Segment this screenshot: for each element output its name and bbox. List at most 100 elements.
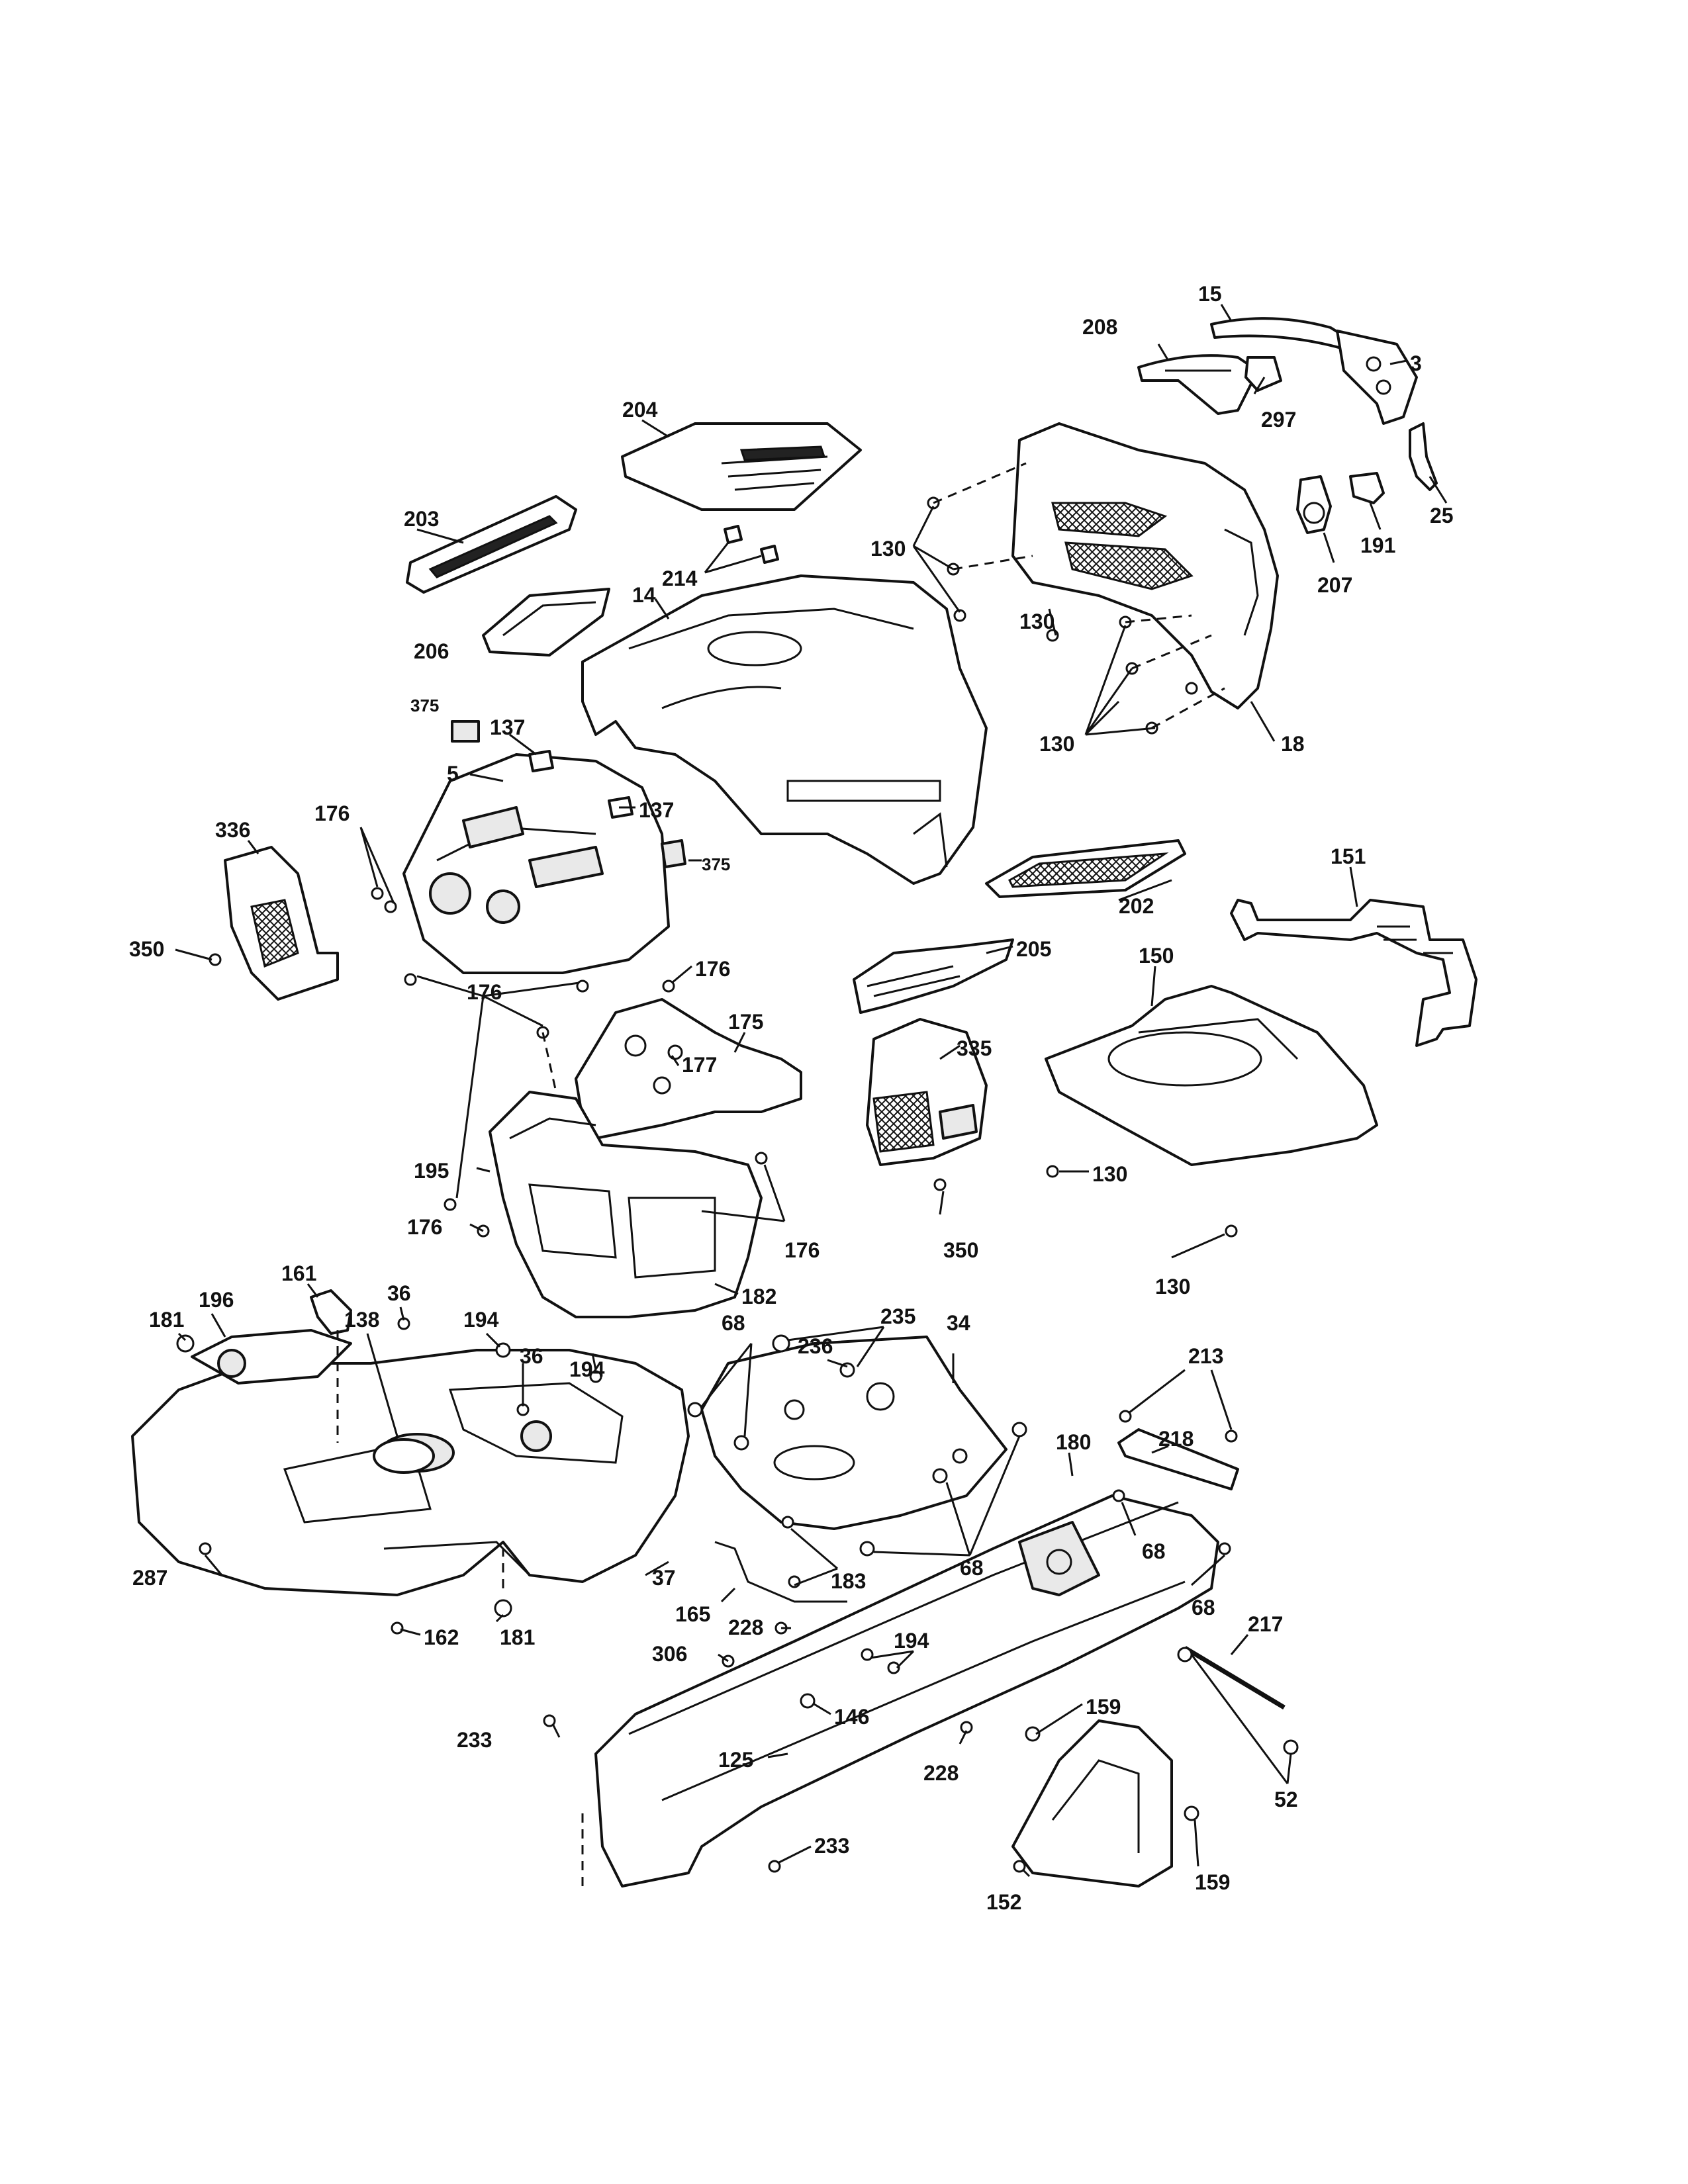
callout-194-a: 194: [463, 1308, 499, 1332]
part-375-decal-a: [451, 720, 480, 743]
callout-130-a: 130: [870, 537, 906, 561]
callout-3: 3: [1410, 351, 1422, 375]
callout-125: 125: [718, 1748, 753, 1772]
part-165-rod: [714, 1541, 847, 1603]
callout-34: 34: [947, 1311, 970, 1335]
callout-18: 18: [1281, 732, 1305, 756]
callout-152: 152: [986, 1890, 1021, 1914]
callout-205: 205: [1016, 937, 1051, 961]
callout-52: 52: [1274, 1788, 1298, 1811]
callout-218: 218: [1158, 1427, 1194, 1451]
callout-206: 206: [414, 639, 449, 663]
callout-228-a: 228: [728, 1615, 763, 1639]
part-375-decal-b: [661, 839, 686, 868]
part-25-trim: [1409, 422, 1438, 491]
part-204-hood-vent: [621, 422, 862, 511]
part-137-clip-a: [528, 750, 554, 772]
callout-350-a: 350: [129, 937, 164, 961]
callout-137-a: 137: [490, 715, 525, 739]
fasteners: [176, 496, 1299, 1873]
callout-37: 37: [652, 1566, 676, 1590]
callout-176-d: 176: [407, 1215, 442, 1239]
callout-68-a: 68: [722, 1311, 745, 1335]
part-218-bracket: [1117, 1428, 1239, 1490]
callout-25: 25: [1430, 504, 1454, 527]
callout-137-b: 137: [639, 798, 674, 822]
callout-194-c: 194: [894, 1629, 929, 1653]
callout-labels: 15 208 3 297 25 191 207 204 203 214 130 …: [129, 282, 1454, 1914]
part-175-dash-support: [575, 998, 802, 1140]
callout-208: 208: [1082, 315, 1117, 339]
callout-217: 217: [1248, 1612, 1283, 1636]
part-206-vent-insert: [482, 588, 610, 657]
callout-151: 151: [1331, 844, 1366, 868]
part-297-lens: [1244, 356, 1282, 392]
callout-181-b: 181: [500, 1625, 535, 1649]
part-182-console: [489, 1091, 763, 1318]
callout-159-a: 159: [1086, 1695, 1121, 1719]
part-161-lever: [310, 1289, 352, 1335]
part-191-bracket: [1349, 472, 1385, 504]
part-3-headlight-housing: [1336, 330, 1418, 425]
part-151-bracket: [1230, 899, 1477, 1047]
callout-182: 182: [741, 1285, 776, 1308]
callout-15: 15: [1198, 282, 1222, 306]
part-208-grille-trim: [1137, 354, 1259, 415]
callout-161: 161: [281, 1261, 316, 1285]
leader-lines: [175, 304, 1448, 1878]
callout-130-d: 130: [1092, 1162, 1127, 1186]
callout-214: 214: [662, 567, 698, 590]
callout-297: 297: [1261, 408, 1296, 432]
part-214-clip-a: [724, 525, 743, 544]
callout-180: 180: [1056, 1430, 1091, 1454]
callout-195: 195: [414, 1159, 449, 1183]
callout-36-b: 36: [520, 1344, 543, 1368]
callout-68-b: 68: [1142, 1539, 1166, 1563]
callout-228-b: 228: [923, 1761, 959, 1785]
callout-176-c: 176: [467, 980, 502, 1004]
callout-181-a: 181: [149, 1308, 184, 1332]
callout-375-b: 375: [702, 854, 730, 874]
callout-233-a: 233: [457, 1728, 492, 1752]
callout-213: 213: [1188, 1344, 1223, 1368]
callout-191: 191: [1360, 533, 1395, 557]
callout-130-e: 130: [1155, 1275, 1190, 1298]
callout-162: 162: [424, 1625, 459, 1649]
callout-165: 165: [675, 1602, 710, 1626]
part-34-mount-plate: [700, 1336, 1008, 1530]
part-205-trim: [853, 938, 1014, 1014]
part-150-deflector: [1045, 985, 1378, 1166]
part-214-clip-b: [760, 545, 779, 564]
callout-130-b: 130: [1019, 610, 1055, 633]
callout-306: 306: [652, 1642, 687, 1666]
callout-350-b: 350: [943, 1238, 978, 1262]
callout-159-b: 159: [1195, 1870, 1230, 1894]
callout-150: 150: [1139, 944, 1174, 968]
callout-177: 177: [682, 1053, 717, 1077]
callout-183: 183: [831, 1569, 866, 1593]
callout-130-c: 130: [1039, 732, 1074, 756]
part-207-lamp: [1296, 475, 1332, 534]
callout-233-b: 233: [814, 1834, 849, 1858]
callout-36-a: 36: [387, 1281, 411, 1305]
alignment-lines: [336, 462, 1225, 1886]
callout-335: 335: [957, 1036, 992, 1060]
part-217-bar: [1184, 1645, 1286, 1710]
part-138-boot: [373, 1438, 435, 1474]
callout-146: 146: [834, 1705, 869, 1729]
callout-202: 202: [1119, 894, 1154, 918]
part-152-seat-pan: [1011, 1719, 1173, 1888]
callout-176-a: 176: [314, 801, 350, 825]
callout-194-b: 194: [569, 1357, 605, 1381]
callout-336: 336: [215, 818, 250, 842]
callout-68-d: 68: [960, 1556, 984, 1580]
callout-207: 207: [1317, 573, 1352, 597]
part-18-mesh: [1051, 502, 1168, 537]
callout-175: 175: [728, 1010, 763, 1034]
callout-287: 287: [132, 1566, 167, 1590]
callout-375-a: 375: [410, 696, 439, 715]
callout-14: 14: [632, 583, 656, 607]
callout-204: 204: [622, 398, 658, 422]
callout-203: 203: [404, 507, 439, 531]
